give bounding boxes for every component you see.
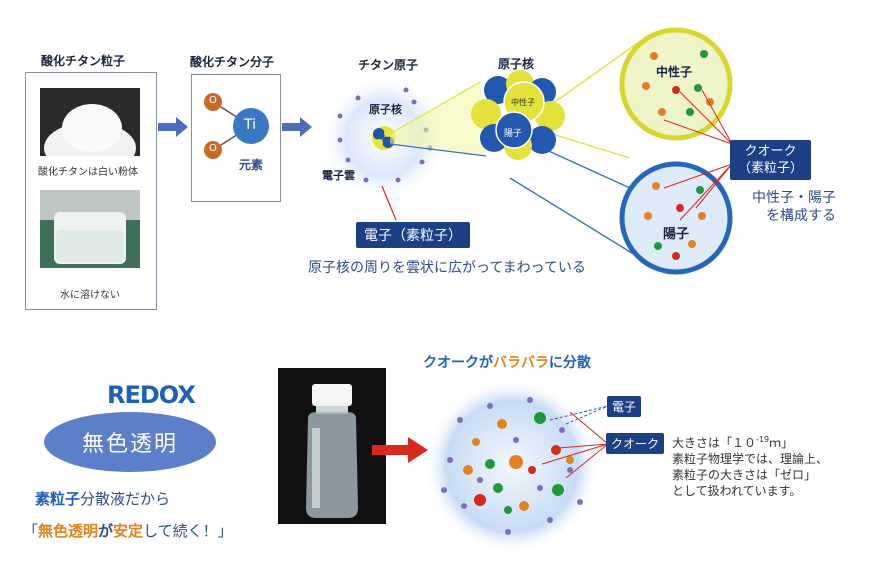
title-quark: クオークが xyxy=(423,355,493,371)
dispersion-line1: 素粒子分散液だから xyxy=(35,488,170,509)
proton-small-label: 陽子 xyxy=(504,129,523,139)
colorless-badge-text: 無色透明 xyxy=(81,432,178,457)
title-scattered: バラバラ xyxy=(493,355,549,371)
titanium-atom-diagram xyxy=(320,74,448,202)
nucleus-label: 原子核 xyxy=(369,103,402,116)
quark-note: 中性子・陽子 を構成する xyxy=(752,189,836,225)
bottle-image xyxy=(278,368,386,524)
arrow-right-icon xyxy=(158,117,188,137)
quark-note-line1: 中性子・陽子 xyxy=(752,190,836,206)
dispersion-pointer-lines xyxy=(541,405,609,479)
size-note-line4: として扱われています。 xyxy=(672,484,802,498)
electron-cloud-label: 電子雲 xyxy=(322,169,355,182)
stable-emph: 安定 xyxy=(113,522,144,540)
nucleus-title: 原子核 xyxy=(498,57,535,71)
electron-pointer-line xyxy=(381,185,397,221)
molecule-title: 酸化チタン分子 xyxy=(190,55,275,69)
quark-tag-line1: クオーク xyxy=(744,144,797,159)
colorless-emph: 無色透明 xyxy=(38,522,99,540)
electron-note: 原子核の周りを雲状に広がってまわっている xyxy=(308,260,586,276)
particle-title: 酸化チタン粒子 xyxy=(41,54,126,68)
size-note-line1: 大きさは「１０-19ｍ」 xyxy=(672,432,828,451)
size-note-l1b: ｍ」 xyxy=(769,436,794,450)
quark-note-line2: を構成する xyxy=(766,208,836,224)
titanium-molecule-panel xyxy=(191,74,281,202)
size-note-exponent: -19 xyxy=(756,435,770,444)
water-beaker-image xyxy=(40,190,140,268)
quark-dispersion-diagram xyxy=(424,378,600,554)
nucleus-diagram xyxy=(471,70,565,160)
quote-open: 「 xyxy=(23,522,39,540)
powder-caption: 酸化チタンは白い粉体 xyxy=(38,167,138,178)
size-note: 大きさは「１０-19ｍ」 素粒子物理学では、理論上、 素粒子の大きさは「ゼロ」 … xyxy=(672,432,828,499)
dispersion-electron-tag: 電子 xyxy=(607,396,642,417)
title-disperse: に分散 xyxy=(548,355,591,371)
neutron-big-label: 中性子 xyxy=(656,65,693,79)
continues-text: して続く！」 xyxy=(143,522,233,540)
size-note-line3: 素粒子の大きさは「ゼロ」 xyxy=(672,468,817,482)
element-label: 元素 xyxy=(239,158,264,172)
size-note-line2: 素粒子物理学では、理論上、 xyxy=(672,452,829,466)
colorless-badge: 無色透明 xyxy=(44,412,216,472)
elementary-particle-text: 素粒子 xyxy=(35,490,81,508)
dispersion-text: 分散液だから xyxy=(80,490,171,508)
redox-logo: REDOX xyxy=(107,381,196,409)
water-caption: 水に溶けない xyxy=(60,290,120,301)
oxygen-label-top: O xyxy=(209,95,217,106)
proton-big-label: 陽子 xyxy=(663,227,690,242)
molecule-diagram xyxy=(204,93,269,159)
arrow-right-icon xyxy=(282,117,312,137)
dispersion-title: クオークがバラバラに分散 xyxy=(423,352,591,372)
titanium-label: Ti xyxy=(244,117,257,133)
powder-image xyxy=(40,88,140,156)
dispersion-line2: 「無色透明が安定して続く！」 xyxy=(23,520,233,541)
oxygen-label-bottom: O xyxy=(209,143,217,154)
size-note-l1a: 大きさは「１０ xyxy=(672,436,757,450)
dispersion-quark-tag: クオーク xyxy=(606,433,665,454)
neutron-small-label: 中性子 xyxy=(511,98,535,107)
quark-tag: クオーク （素粒子） xyxy=(730,140,812,180)
zoom-connector-lines xyxy=(390,39,643,259)
quark-pointer-lines xyxy=(663,89,733,221)
red-arrow-icon xyxy=(372,437,428,463)
neutron-diagram xyxy=(619,27,733,141)
particle-ga: が xyxy=(98,522,114,540)
atom-title: チタン原子 xyxy=(358,58,419,72)
quark-tag-line2: （素粒子） xyxy=(738,161,804,176)
proton-diagram xyxy=(619,161,733,275)
electron-tag: 電子（素粒子） xyxy=(356,222,470,248)
